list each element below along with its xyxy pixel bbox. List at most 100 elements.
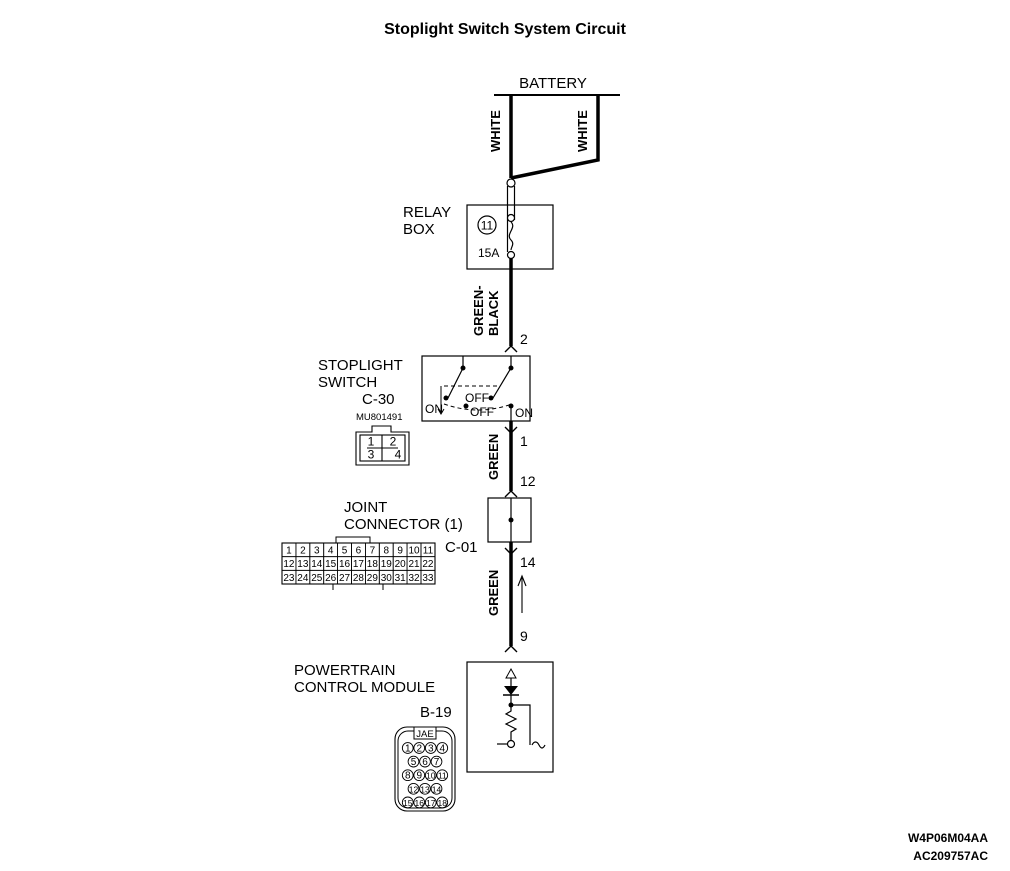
c01-pin-label: 22 bbox=[422, 559, 434, 570]
c01-pin-label: 18 bbox=[367, 559, 379, 570]
switch-contact-left-on bbox=[443, 395, 449, 401]
stoplight-switch-label-2: SWITCH bbox=[318, 374, 377, 391]
powertrain-control-module: POWERTRAIN CONTROL MODULE B-19 bbox=[294, 661, 554, 773]
b19-pin-circle bbox=[413, 769, 426, 782]
b19-pin-circle bbox=[430, 782, 443, 795]
relay-box-label-1: RELAY bbox=[403, 204, 451, 221]
c01-pin-label: 5 bbox=[342, 545, 348, 556]
c01-pin-label: 4 bbox=[328, 545, 334, 556]
c01-pin-label: 14 bbox=[311, 559, 323, 570]
b19-pin-circle bbox=[436, 769, 449, 782]
b19-pin-label: 17 bbox=[426, 798, 436, 808]
c01-pin-label: 20 bbox=[395, 559, 407, 570]
pcm-resistor-icon bbox=[504, 707, 518, 744]
c01-cell bbox=[420, 569, 436, 585]
c01-pin-label: 21 bbox=[408, 559, 420, 570]
diagram-title: Stoplight Switch System Circuit bbox=[384, 21, 626, 38]
c01-pin-label: 2 bbox=[300, 545, 306, 556]
b19-pin-circle bbox=[436, 796, 449, 809]
switch-blade-left bbox=[447, 367, 464, 399]
relay-box-label-2: BOX bbox=[403, 221, 435, 238]
b19-pin-label: 16 bbox=[415, 798, 425, 808]
switch-state-off-lower: OFF bbox=[470, 405, 494, 419]
fuse-icon bbox=[508, 221, 514, 251]
diagram-code-1: W4P06M04AA bbox=[908, 831, 988, 845]
c01-pin-label: 12 bbox=[283, 559, 295, 570]
b19-pin-label: 10 bbox=[426, 771, 436, 781]
b19-pin-circle bbox=[430, 755, 443, 768]
c01-pin-label: 27 bbox=[339, 573, 351, 584]
b19-pin-circle bbox=[436, 742, 449, 754]
c01-pin-label: 17 bbox=[353, 559, 365, 570]
b19-pin-circle bbox=[419, 782, 431, 795]
current-flow-arrow-icon bbox=[517, 574, 527, 587]
c30-pin-4: 4 bbox=[395, 448, 402, 462]
b19-pin-label: 18 bbox=[438, 798, 448, 808]
c01-pin-label: 1 bbox=[286, 545, 292, 556]
pcm-box bbox=[466, 661, 554, 773]
b19-header-label: JAE bbox=[416, 729, 433, 740]
joint-connector-label-1: JOINT bbox=[344, 499, 387, 516]
splice-terminal bbox=[506, 178, 516, 188]
c01-pin-label: 19 bbox=[381, 559, 393, 570]
b19-pin-label: 12 bbox=[409, 784, 419, 794]
pin-9-connector-mark bbox=[504, 645, 518, 653]
b19-pin-label: 11 bbox=[438, 771, 447, 781]
b19-pin-label: 6 bbox=[422, 757, 428, 768]
pcm-connector-code: B-19 bbox=[420, 704, 452, 721]
c30-pin-3: 3 bbox=[368, 448, 375, 462]
c01-latch bbox=[335, 536, 371, 544]
c01-pin-label: 24 bbox=[297, 573, 309, 584]
pcm-logic-tilde-icon bbox=[531, 741, 546, 749]
pcm-diode-icon bbox=[504, 686, 518, 695]
pin-12-connector-mark bbox=[504, 490, 518, 498]
b19-pin-circle bbox=[424, 796, 437, 809]
switch-state-off-upper: OFF bbox=[465, 391, 489, 405]
b19-pin-circle bbox=[401, 796, 414, 809]
switch-blade-right bbox=[492, 367, 512, 399]
switch-contact-left-off bbox=[463, 403, 469, 409]
switch-plunger-arrow-icon bbox=[437, 408, 445, 415]
c01-pin-label: 8 bbox=[383, 545, 389, 556]
c01-pin-label: 33 bbox=[422, 573, 434, 584]
c01-pin-label: 31 bbox=[395, 573, 407, 584]
switch-contact-right-off bbox=[488, 395, 494, 401]
c01-pin-label: 26 bbox=[325, 573, 337, 584]
pcm-input-marker-icon bbox=[505, 667, 517, 679]
c01-pin-label: 28 bbox=[353, 573, 365, 584]
stoplight-switch-connector: C-30 bbox=[362, 391, 395, 408]
connector-c30-face: MU801491 1 2 3 4 bbox=[355, 412, 410, 466]
joint-connector: JOINT CONNECTOR (1) C-01 bbox=[344, 497, 532, 556]
pcm-pullup-terminal bbox=[506, 739, 516, 749]
b19-pin-label: 5 bbox=[411, 757, 417, 768]
c01-pin-label: 30 bbox=[381, 573, 393, 584]
battery-wire-left-label: WHITE bbox=[488, 110, 503, 152]
b19-pin-circle bbox=[407, 755, 420, 768]
b19-pin-label: 13 bbox=[420, 784, 430, 794]
pin-2-connector-mark bbox=[504, 345, 518, 353]
switch-pin-in: 2 bbox=[520, 331, 528, 347]
switch-pin-out: 1 bbox=[520, 433, 528, 449]
b19-pin-label: 8 bbox=[405, 771, 411, 782]
pcm-label-2: CONTROL MODULE bbox=[294, 679, 435, 696]
battery-label: BATTERY bbox=[519, 75, 587, 92]
b19-pin-label: 7 bbox=[434, 757, 440, 768]
fuse-number-circle bbox=[477, 215, 497, 235]
c01-pin-label: 10 bbox=[408, 545, 420, 556]
green-wire-1-label: GREEN bbox=[486, 434, 501, 480]
b19-pin-label: 15 bbox=[403, 798, 413, 808]
c01-pin-label: 7 bbox=[370, 545, 376, 556]
c01-pin-label: 13 bbox=[297, 559, 309, 570]
stoplight-switch: STOPLIGHT SWITCH C-30 ON OFF OFF ON bbox=[318, 355, 533, 422]
b19-pin-label: 2 bbox=[416, 744, 422, 755]
c01-pin-label: 6 bbox=[356, 545, 362, 556]
joint-splice-dot bbox=[508, 517, 514, 523]
b19-pin-circle bbox=[419, 755, 431, 768]
switch-outline bbox=[421, 355, 531, 422]
pcm-sense-line bbox=[511, 704, 531, 745]
b19-pin-circle bbox=[401, 769, 414, 782]
relay-box: RELAY BOX 11 15A bbox=[403, 178, 554, 270]
